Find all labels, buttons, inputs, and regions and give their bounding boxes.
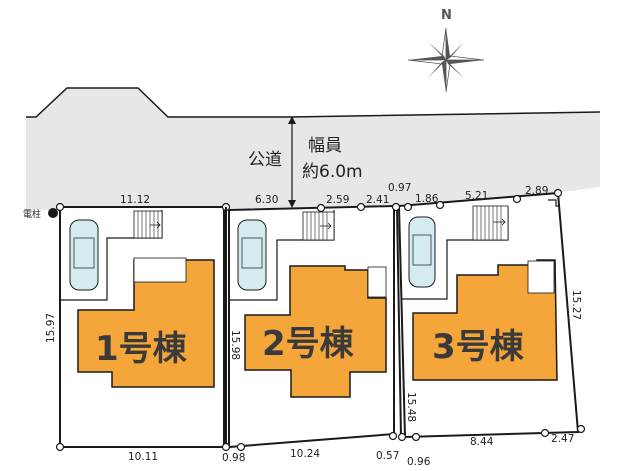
dim-lot1-front: 11.12 [120,194,150,206]
unit-label-3: 3号棟 [432,327,525,367]
car-icon [69,219,99,291]
stairs-icon [472,205,509,241]
road-edge-line [26,87,601,118]
dim-lot3-front-a: 1.86 [415,193,439,205]
dim-lot2-rear: 10.24 [290,448,320,460]
unit-label-2: 2号棟 [262,324,355,364]
dim-lot2-front-a: 6.30 [255,194,278,206]
road-width-label-1: 幅員 [308,136,342,156]
dim-lot3-rear-left: 0.96 [407,456,431,468]
car-icon [237,219,267,291]
dim-lot3-front-corner: 0.97 [388,182,411,194]
dim-lot2-rear-right: 0.57 [376,450,399,462]
stairs-icon [133,210,163,239]
dim-lot2-front-b: 2.59 [326,194,349,206]
stairs-icon [302,211,335,241]
road-width-arrow [288,116,296,208]
lot-3: 3号棟 0.97 1.86 5.21 2.89 8.44 0.96 2.47 1… [388,182,586,468]
utility-pole-icon [48,208,58,218]
utility-pole-label: 電柱 [23,208,41,220]
dim-lot1-left: 15.97 [45,313,57,343]
dim-lot3-rear: 8.44 [470,436,494,448]
lot-1: 1号棟 11.12 10.11 15.97 [45,194,231,463]
road-width-label-2: 約6.0m [302,162,363,182]
dim-lot3-left: 15.48 [405,392,417,422]
dim-lot3-rear-right: 2.47 [551,433,574,445]
building-1 [77,259,215,388]
unit-label-1: 1号棟 [95,329,188,369]
compass-rose-icon [407,27,485,93]
north-label: N [441,8,452,23]
dim-lot2-rear-left: 0.98 [222,452,245,464]
building-2 [244,265,387,398]
dim-lot1-rear: 10.11 [128,451,158,463]
lot-2: 2号棟 6.30 2.59 2.41 10.24 0.98 0.57 15.98 [221,194,399,464]
dim-lot3-right: 15.27 [570,290,582,320]
dim-lot3-front-c: 2.89 [525,185,548,197]
car-icon [408,216,436,288]
public-road [26,88,600,210]
dim-lot2-left: 15.98 [229,330,241,360]
dim-lot3-front-b: 5.21 [465,190,488,202]
road-type-label: 公道 [248,150,282,170]
dim-lot2-front-c: 2.41 [366,194,389,206]
